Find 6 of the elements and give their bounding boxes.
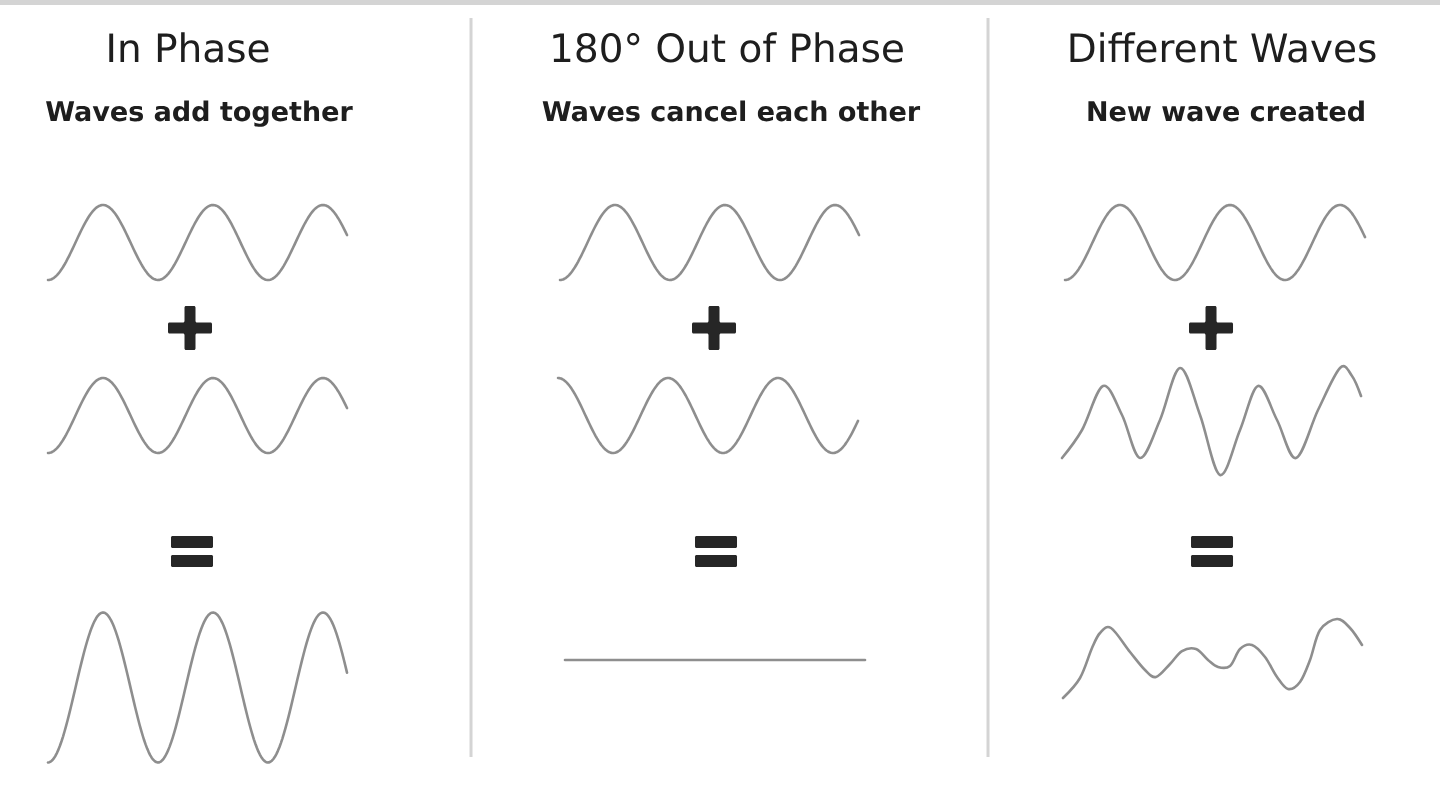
- column-heading: Different Waves: [1070, 32, 1376, 63]
- column-subheading: New wave created: [1088, 100, 1364, 122]
- column-subheading: Waves add together: [46, 100, 353, 127]
- column-subheading: Waves cancel each other: [542, 100, 921, 122]
- column-heading: In Phase: [109, 32, 269, 63]
- column-heading: 180° Out of Phase: [553, 32, 903, 63]
